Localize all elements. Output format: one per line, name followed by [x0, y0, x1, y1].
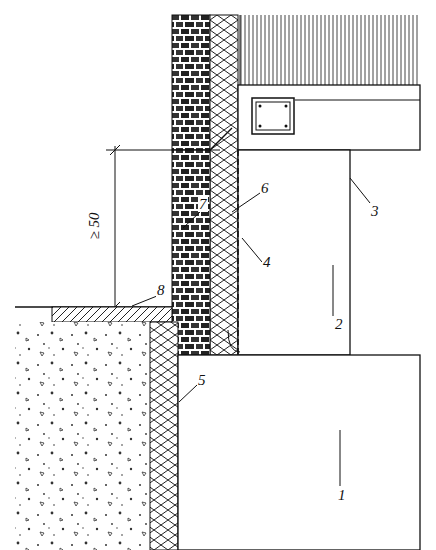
callout-number: 5	[197, 372, 207, 388]
callout-number: 2	[334, 316, 344, 332]
callout-number: 1	[337, 487, 347, 503]
callout-number: 4	[262, 254, 272, 270]
callout-number: 6	[260, 180, 270, 196]
callout-number: 7	[198, 196, 208, 212]
callout-number: 3	[370, 203, 380, 219]
dimension-text: ≥ 50	[86, 212, 102, 241]
callout-number: 8	[156, 282, 166, 298]
